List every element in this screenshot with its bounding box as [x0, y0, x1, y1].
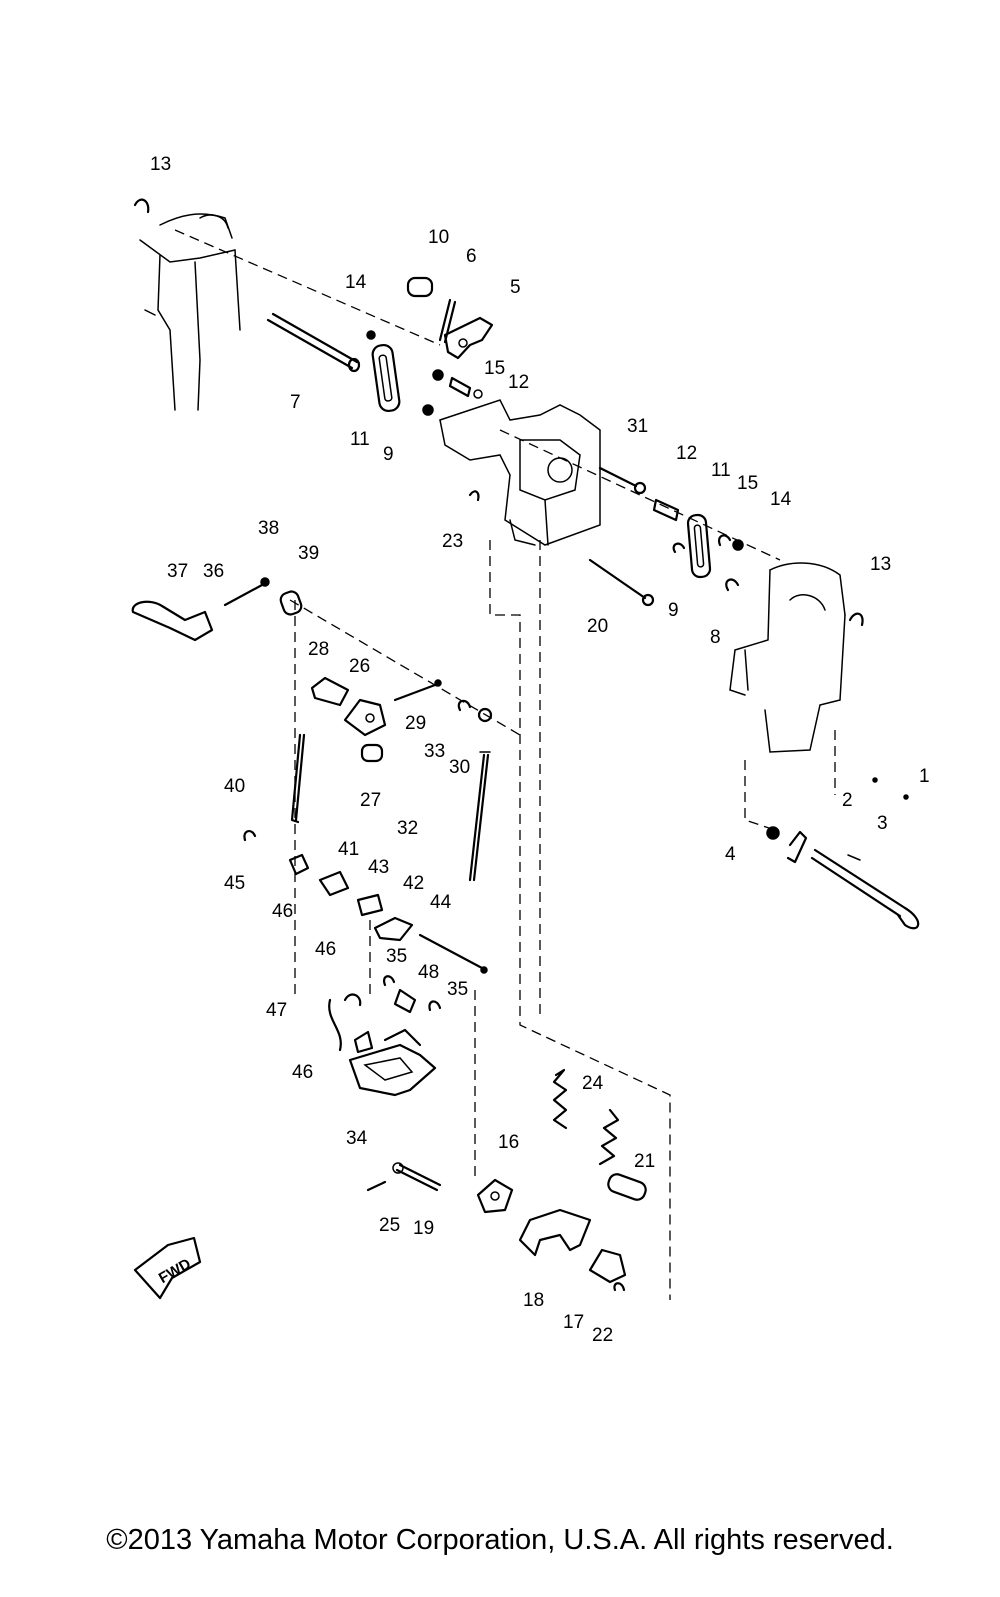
callout-34: 34	[346, 1128, 368, 1149]
fwd-label: FWD	[156, 1255, 194, 1287]
right-clamp-bracket	[729, 562, 864, 753]
callout-9: 9	[383, 444, 394, 465]
exploded-parts-diagram: FWD 131065141512711931121115141323383937…	[131, 154, 930, 1346]
callout-19: 19	[413, 1218, 434, 1239]
callout-18: 18	[523, 1290, 544, 1311]
callout-46: 46	[272, 901, 293, 922]
callout-20: 20	[587, 616, 608, 637]
callout-7: 7	[290, 392, 301, 413]
fwd-arrow-icon: FWD	[133, 1236, 202, 1300]
callout-46: 46	[315, 939, 336, 960]
springs-24	[552, 1068, 620, 1166]
callout-10: 10	[428, 227, 449, 248]
callout-42: 42	[403, 873, 424, 894]
bolt-31	[598, 466, 647, 495]
tilt-stopper-parts	[766, 777, 920, 930]
callout-28: 28	[308, 639, 329, 660]
callout-15: 15	[737, 473, 758, 494]
callout-41: 41	[338, 839, 359, 860]
callout-1: 1	[919, 766, 930, 787]
collar-21	[607, 1173, 647, 1201]
pin-19-25	[366, 1162, 442, 1192]
callout-16: 16	[498, 1132, 519, 1153]
part-16	[476, 1178, 514, 1214]
callout-4: 4	[725, 844, 736, 865]
callout-35: 35	[447, 979, 468, 1000]
callout-9: 9	[668, 600, 679, 621]
callout-31: 31	[627, 416, 648, 437]
bracket-cap-spring-lever	[406, 276, 494, 360]
callout-33: 33	[424, 741, 445, 762]
callout-13: 13	[870, 554, 891, 575]
swivel-bracket	[439, 399, 601, 546]
callout-45: 45	[224, 873, 245, 894]
callout-38: 38	[258, 518, 279, 539]
callout-6: 6	[466, 246, 477, 267]
callout-13: 13	[150, 154, 171, 175]
callout-11: 11	[350, 429, 370, 450]
tilt-shaft	[266, 312, 361, 373]
callout-24: 24	[582, 1073, 604, 1094]
right-plate-assembly	[652, 498, 744, 592]
callout-14: 14	[770, 489, 792, 510]
callout-37: 37	[167, 561, 188, 582]
left-link-plate	[366, 330, 401, 413]
callout-43: 43	[368, 857, 389, 878]
callout-12: 12	[508, 372, 529, 393]
callout-25: 25	[379, 1215, 400, 1236]
copyright-notice: ©2013 Yamaha Motor Corporation, U.S.A. A…	[106, 1524, 894, 1556]
callout-15: 15	[484, 358, 505, 379]
callout-36: 36	[203, 561, 224, 582]
callout-22: 22	[592, 1325, 613, 1346]
callout-3: 3	[877, 813, 888, 834]
callout-8: 8	[710, 627, 721, 648]
link-parts-41-46	[243, 830, 488, 974]
callout-11: 11	[711, 460, 731, 481]
callout-46: 46	[292, 1062, 313, 1083]
callout-26: 26	[349, 656, 370, 677]
remote-bracket-assembly	[328, 975, 442, 1097]
cam-assembly-26-28	[310, 676, 493, 763]
collar-washer-set	[422, 369, 483, 416]
callout-47: 47	[266, 1000, 287, 1021]
assembly-lines	[174, 229, 836, 1300]
callout-23: 23	[442, 531, 463, 552]
callout-44: 44	[430, 892, 452, 913]
shift-cam-17-22	[588, 1248, 627, 1292]
rod-20	[588, 558, 655, 607]
callout-40: 40	[224, 776, 245, 797]
lever-37-36-38-39	[131, 577, 303, 642]
callout-21: 21	[634, 1151, 655, 1172]
rod-40	[290, 733, 306, 824]
callout-32: 32	[397, 818, 418, 839]
callout-30: 30	[449, 757, 470, 778]
callout-39: 39	[298, 543, 319, 564]
left-clamp-bracket	[133, 198, 241, 411]
shift-yoke-18	[518, 1208, 592, 1257]
callout-29: 29	[405, 713, 426, 734]
callout-12: 12	[676, 443, 697, 464]
callout-2: 2	[842, 790, 853, 811]
callout-48: 48	[418, 962, 439, 983]
callout-17: 17	[563, 1312, 584, 1333]
callout-27: 27	[360, 790, 381, 811]
callout-35: 35	[386, 946, 407, 967]
rod-32	[468, 751, 491, 882]
callout-14: 14	[345, 272, 367, 293]
callout-5: 5	[510, 277, 521, 298]
